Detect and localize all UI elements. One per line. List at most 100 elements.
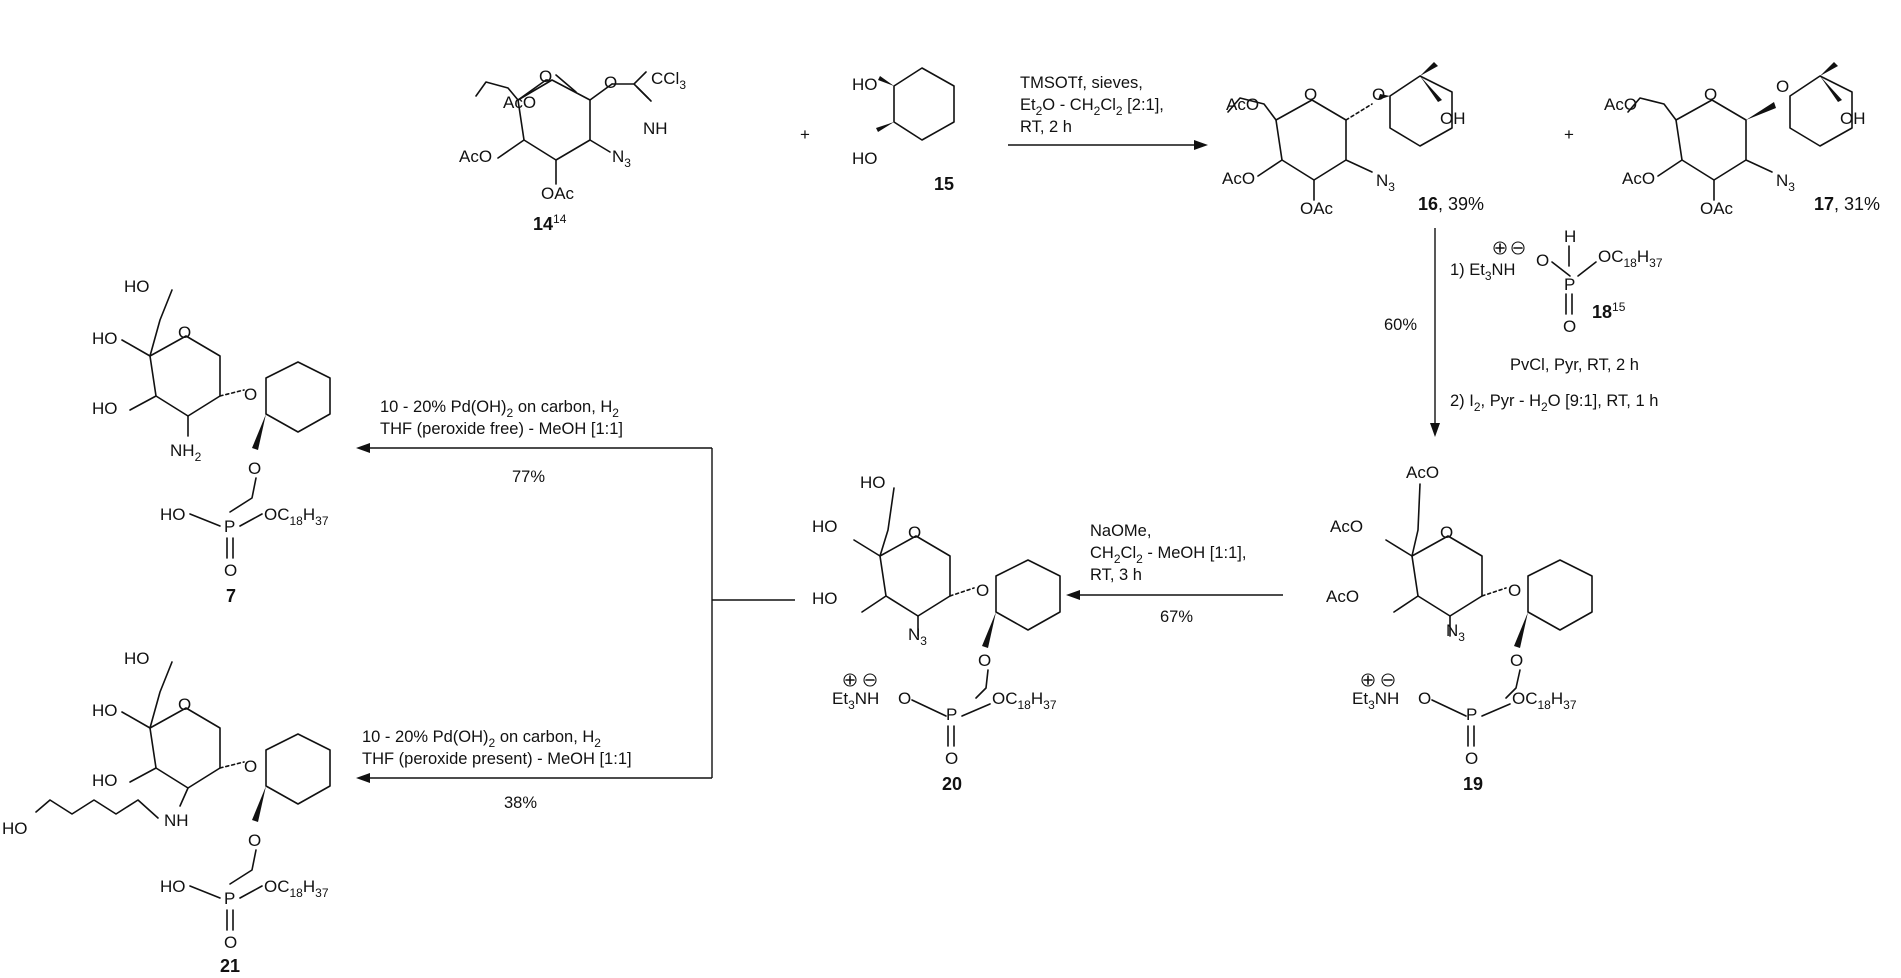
compound-20: HO O O HO HO N3 O Et3NH O P OC18H37 O 20 (812, 473, 1061, 794)
phosphonylation-step: 60% 1) Et3NH O H P OC18H37 O 1815 PvCl, … (1384, 227, 1663, 437)
compound-7-label: 7 (226, 586, 236, 606)
phosphorus-atom: P (1564, 275, 1575, 294)
octadecyloxy-label: OC18H37 (992, 689, 1057, 712)
phosphoryl-oxygen: O (1465, 749, 1478, 768)
phosphate-ester-oxygen: O (1510, 651, 1523, 670)
azide-label: N3 (612, 147, 631, 170)
hydrogenation-free-line1: 10 - 20% Pd(OH)2 on carbon, H2 (380, 398, 619, 420)
hydroxyl-label-c6: HO (124, 649, 150, 668)
octadecyloxy-label: OC18H37 (264, 877, 329, 900)
phosphonylation-arrowhead (1430, 423, 1440, 437)
hydroxyl-label-c3: HO (812, 589, 838, 608)
azide-label: N3 (1376, 171, 1395, 194)
ring-oxygen: O (908, 523, 921, 542)
phosphate-oxygen-anion: O (1418, 689, 1431, 708)
secondary-amine-label: NH (164, 811, 189, 830)
hydrogenation-present-yield: 38% (504, 794, 537, 812)
phosphorus-atom: P (224, 517, 235, 536)
glycosidic-oxygen: O (1776, 77, 1789, 96)
phosphoryl-oxygen: O (945, 749, 958, 768)
phosphoryl-oxygen: O (1563, 317, 1576, 336)
compound-7: HO O O HO HO NH2 O HO P OC18H37 O 7 (92, 277, 331, 606)
amino-label: NH2 (170, 441, 202, 464)
glycosylation-conditions-line3: RT, 2 h (1020, 118, 1072, 136)
compound-14: AcO O O CCl3 NH N3 AcO OAc 1414 (459, 67, 686, 234)
plus-sign-2: + (1564, 125, 1574, 144)
deacetylation-conditions-line2: CH2Cl2 - MeOH [1:1], (1090, 544, 1246, 566)
hydroxyl-label-2: HO (852, 149, 878, 168)
phosphoryl-oxygen: O (224, 561, 237, 580)
compound-21: HO O O HO HO NH HO O HO P OC18H37 O 21 (2, 649, 331, 976)
glycosidic-oxygen: O (244, 385, 257, 404)
imidate-nh-label: NH (643, 119, 668, 138)
plus-sign-1: + (800, 125, 810, 144)
phosphonate-oxygen: O (1536, 251, 1549, 270)
ring-oxygen: O (1704, 85, 1717, 104)
hydrogenation-free-arrowhead (356, 443, 370, 453)
ring-oxygen: O (539, 67, 552, 86)
compound-15-label: 15 (934, 174, 954, 194)
hydrogenation-present-line1: 10 - 20% Pd(OH)2 on carbon, H2 (362, 728, 601, 750)
oac-label-c3: OAc (1700, 199, 1734, 218)
phosphate-hydroxyl: HO (160, 505, 186, 524)
deacetylation-conditions-line3: RT, 3 h (1090, 566, 1142, 584)
hydrogenation-present-line2: THF (peroxide present) - MeOH [1:1] (362, 750, 632, 768)
glycosylation-conditions-line2: Et2O - CH2Cl2 [2:1], (1020, 96, 1164, 118)
phosphorus-atom: P (946, 705, 957, 724)
compound-18-label: 1815 (1592, 300, 1626, 322)
acO-label-c6: AcO (1226, 95, 1259, 114)
hydroxyl-label-c4: HO (92, 701, 118, 720)
acO-label-c6: AcO (1604, 95, 1637, 114)
compound-21-label: 21 (220, 956, 240, 976)
negative-charge-icon (1511, 241, 1525, 255)
phosphorus-atom: P (1466, 705, 1477, 724)
compound-14-label: 1414 (533, 212, 567, 234)
phosphonylation-reagent: PvCl, Pyr, RT, 2 h (1510, 356, 1639, 374)
positive-charge-icon (1361, 673, 1375, 687)
compound-17: AcO O O OH N3 AcO OAc 17, 31% (1604, 62, 1880, 218)
compound-17-label: 17, 31% (1814, 194, 1880, 214)
phosphonate-hydrogen: H (1564, 227, 1576, 246)
compound-20-label: 20 (942, 774, 962, 794)
hydroxyl-label: OH (1840, 109, 1866, 128)
compound-16-label: 16, 39% (1418, 194, 1484, 214)
deacetylation-step: NaOMe, CH2Cl2 - MeOH [1:1], RT, 3 h 67% (1066, 522, 1283, 626)
positive-charge-icon (843, 673, 857, 687)
hydroxybutyl-terminal-hydroxyl: HO (2, 819, 28, 838)
acO-label-c3: AcO (1326, 587, 1359, 606)
glycosidic-oxygen: O (976, 581, 989, 600)
positive-charge-icon (1493, 241, 1507, 255)
glycosidic-oxygen: O (1372, 85, 1385, 104)
ring-oxygen: O (1304, 85, 1317, 104)
hydroxyl-label-c3: HO (92, 399, 118, 418)
hydrogenation-branch: 10 - 20% Pd(OH)2 on carbon, H2 THF (pero… (356, 398, 795, 812)
hydroxyl-label-c4: HO (92, 329, 118, 348)
compound-16: AcO O O OH N3 AcO OAc 16, 39% (1222, 62, 1484, 218)
phosphonylation-step2-label: 2) I2, Pyr - H2O [9:1], RT, 1 h (1450, 392, 1658, 414)
glycosylation-step: TMSOTf, sieves, Et2O - CH2Cl2 [2:1], RT,… (1008, 74, 1208, 150)
phosphate-ester-oxygen: O (248, 831, 261, 850)
glycosylation-arrowhead (1194, 140, 1208, 150)
glycosidic-oxygen: O (1508, 581, 1521, 600)
negative-charge-icon (863, 673, 877, 687)
phosphoryl-oxygen: O (224, 933, 237, 952)
hydroxyl-label: OH (1440, 109, 1466, 128)
glycosidic-oxygen: O (244, 757, 257, 776)
acO-label-c4: AcO (1330, 517, 1363, 536)
oac-label-c3: OAc (1300, 199, 1334, 218)
trichloromethyl-label: CCl3 (651, 69, 686, 92)
deacetylation-conditions-line1: NaOMe, (1090, 522, 1151, 540)
acO-label-c4: AcO (1622, 169, 1655, 188)
azide-label: N3 (1446, 621, 1465, 644)
octadecyloxy-label: OC18H37 (1512, 689, 1577, 712)
deacetylation-arrowhead (1066, 590, 1080, 600)
ring-oxygen: O (178, 695, 191, 714)
hydroxyl-label-c6: HO (124, 277, 150, 296)
hydrogenation-free-yield: 77% (512, 468, 545, 486)
phosphorus-atom: P (224, 889, 235, 908)
ring-oxygen: O (178, 323, 191, 342)
phosphonylation-yield: 60% (1384, 316, 1417, 334)
hydrogenation-present-arrowhead (356, 773, 370, 783)
azide-label: N3 (908, 625, 927, 648)
phosphate-ester-oxygen: O (248, 459, 261, 478)
